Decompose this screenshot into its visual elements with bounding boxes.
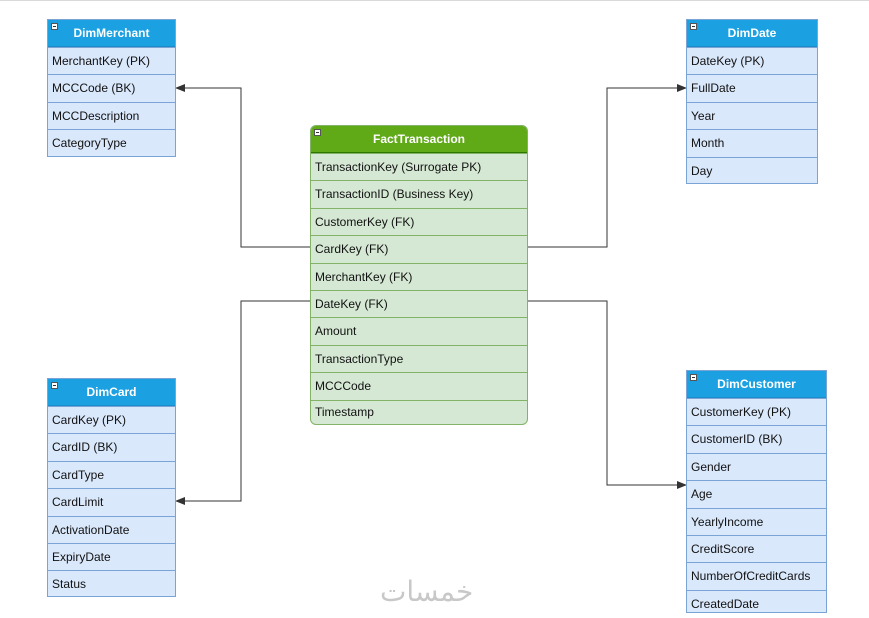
dimcustomer-field: Age — [687, 480, 826, 507]
connector-fact-to-dimmerchant — [175, 84, 310, 248]
watermark-logo: خمسات — [380, 575, 474, 608]
dimmerchant-field: MCCCode (BK) — [48, 74, 175, 101]
dimmerchant-field: MCCDescription — [48, 101, 175, 129]
dimdate-table[interactable]: DimDate DateKey (PK) FullDate Year Month… — [686, 19, 818, 184]
dimdate-field: Year — [687, 101, 817, 129]
collapse-icon[interactable] — [51, 23, 58, 30]
connector-fact-to-dimdate — [528, 84, 687, 248]
dimcard-field: CardLimit — [48, 488, 175, 515]
dimmerchant-field: CategoryType — [48, 129, 175, 156]
dimdate-title: DimDate — [727, 26, 777, 40]
facttransaction-field: MCCCode — [311, 372, 527, 399]
facttransaction-field: MerchantKey (FK) — [311, 262, 527, 290]
dimcard-field: CardID (BK) — [48, 433, 175, 460]
dimcard-title: DimCard — [86, 385, 137, 399]
dimdate-field: Day — [687, 156, 817, 184]
dimcustomer-field: Gender — [687, 452, 826, 480]
facttransaction-field: CustomerKey (FK) — [311, 207, 527, 235]
dimcustomer-field: CustomerID (BK) — [687, 425, 826, 452]
dimcustomer-header[interactable]: DimCustomer — [687, 371, 826, 398]
dimdate-field: DateKey (PK) — [687, 47, 817, 74]
dimcustomer-field: CreditScore — [687, 534, 826, 562]
dimmerchant-title: DimMerchant — [73, 26, 150, 40]
top-border-line — [0, 0, 869, 1]
dimcustomer-field: CustomerKey (PK) — [687, 398, 826, 425]
dimdate-field: Month — [687, 129, 817, 156]
collapse-icon[interactable] — [690, 23, 697, 30]
facttransaction-field: TransactionID (Business Key) — [311, 180, 527, 207]
facttransaction-field: CardKey (FK) — [311, 235, 527, 262]
dimcard-table[interactable]: DimCard CardKey (PK) CardID (BK) CardTyp… — [47, 378, 176, 597]
dimmerchant-field: MerchantKey (PK) — [48, 47, 175, 74]
collapse-icon[interactable] — [51, 382, 58, 389]
facttransaction-title: FactTransaction — [372, 132, 466, 146]
dimcard-field: CardType — [48, 460, 175, 488]
facttransaction-table[interactable]: FactTransaction TransactionKey (Surrogat… — [310, 125, 528, 425]
dimcard-field: ExpiryDate — [48, 542, 175, 570]
dimdate-field: FullDate — [687, 74, 817, 101]
dimcustomer-title: DimCustomer — [717, 377, 796, 391]
connector-fact-to-dimcustomer — [528, 300, 687, 489]
dimcard-header[interactable]: DimCard — [48, 379, 175, 406]
facttransaction-field: Timestamp — [311, 399, 527, 424]
facttransaction-header[interactable]: FactTransaction — [311, 126, 527, 153]
facttransaction-field: Amount — [311, 317, 527, 344]
collapse-icon[interactable] — [314, 129, 321, 136]
dimcustomer-field: CreatedDate — [687, 589, 826, 617]
dimcustomer-table[interactable]: DimCustomer CustomerKey (PK) CustomerID … — [686, 370, 827, 613]
dimmerchant-table[interactable]: DimMerchant MerchantKey (PK) MCCCode (BK… — [47, 19, 176, 157]
collapse-icon[interactable] — [690, 374, 697, 381]
dimcard-field: ActivationDate — [48, 515, 175, 543]
facttransaction-field: TransactionKey (Surrogate PK) — [311, 153, 527, 180]
connector-fact-to-dimcard — [175, 300, 310, 505]
dimcard-field: CardKey (PK) — [48, 406, 175, 433]
dimmerchant-header[interactable]: DimMerchant — [48, 20, 175, 47]
facttransaction-field: TransactionType — [311, 344, 527, 372]
facttransaction-field: DateKey (FK) — [311, 289, 527, 317]
dimcard-field: Status — [48, 570, 175, 597]
dimcustomer-field: YearlyIncome — [687, 507, 826, 535]
dimdate-header[interactable]: DimDate — [687, 20, 817, 47]
dimcustomer-field: NumberOfCreditCards — [687, 562, 826, 589]
